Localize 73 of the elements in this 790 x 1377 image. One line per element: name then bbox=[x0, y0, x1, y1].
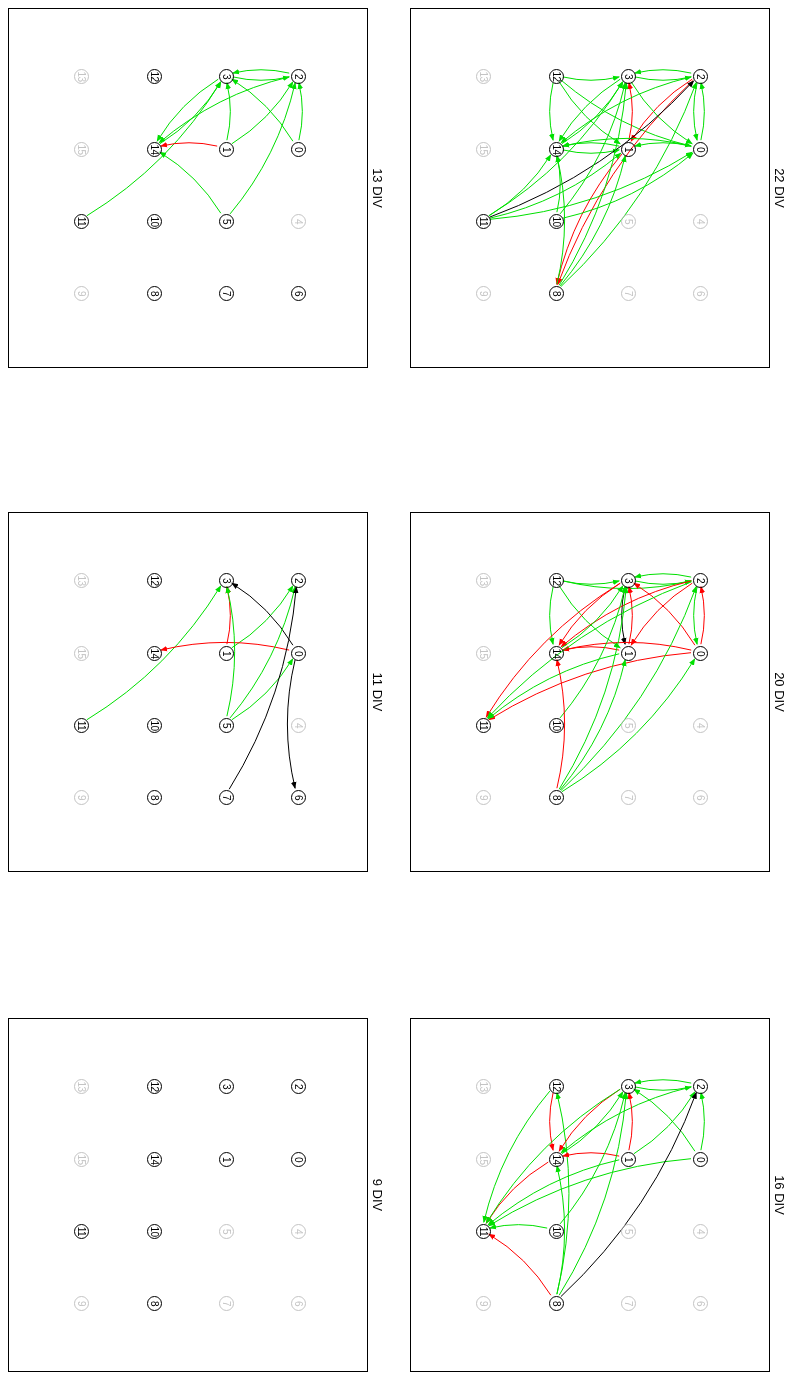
arrow bbox=[488, 1158, 692, 1227]
arrow bbox=[159, 151, 222, 214]
arrow bbox=[559, 586, 627, 719]
arrow bbox=[487, 1159, 620, 1226]
arrow bbox=[228, 586, 299, 790]
arrow bbox=[699, 1092, 705, 1151]
arrow bbox=[489, 152, 622, 219]
arrow bbox=[232, 75, 290, 81]
arrow bbox=[562, 75, 620, 81]
arrow bbox=[562, 152, 694, 219]
arrow bbox=[634, 1079, 692, 1085]
arrow bbox=[160, 142, 218, 148]
arrow bbox=[634, 579, 692, 585]
arrow bbox=[555, 155, 566, 285]
arrow bbox=[634, 573, 692, 579]
arrow bbox=[560, 1091, 697, 1298]
arrow bbox=[560, 580, 692, 648]
arrow bbox=[699, 82, 705, 141]
arrow bbox=[558, 1092, 629, 1296]
arrow bbox=[560, 1086, 692, 1154]
arrow bbox=[561, 658, 696, 793]
arrow bbox=[549, 1092, 555, 1151]
arrow bbox=[489, 151, 693, 220]
arrow bbox=[160, 641, 290, 652]
panel-title: 9 DIV bbox=[369, 1177, 385, 1214]
arrow bbox=[627, 82, 633, 141]
arrow bbox=[487, 653, 620, 720]
arrow bbox=[231, 658, 294, 721]
panel-title: 20 DIV bbox=[771, 671, 787, 714]
arrow bbox=[482, 1090, 551, 1223]
panel-title: 16 DIV bbox=[771, 1174, 787, 1217]
arrow bbox=[488, 652, 692, 721]
arrow bbox=[562, 579, 620, 585]
arrow bbox=[229, 82, 297, 215]
arrow bbox=[627, 586, 633, 645]
arrow bbox=[86, 585, 222, 721]
arrow bbox=[555, 1165, 566, 1295]
arrow bbox=[634, 75, 692, 81]
panel-title: 13 DIV bbox=[369, 167, 385, 210]
arrow bbox=[559, 82, 627, 215]
arrow bbox=[558, 586, 629, 790]
arrow bbox=[549, 82, 555, 141]
arrow bbox=[634, 142, 692, 148]
arrow bbox=[158, 76, 290, 144]
arrow bbox=[486, 581, 692, 719]
arrow bbox=[488, 1233, 552, 1296]
arrow bbox=[297, 82, 303, 141]
arrow bbox=[485, 582, 621, 718]
arrow bbox=[489, 1224, 548, 1230]
arrow bbox=[225, 82, 231, 141]
arrow bbox=[559, 659, 627, 791]
arrow bbox=[489, 80, 695, 218]
arrow bbox=[559, 1092, 627, 1225]
arrow bbox=[634, 1085, 692, 1091]
arrow bbox=[560, 585, 697, 792]
panel-title: 11 DIV bbox=[369, 671, 385, 714]
arrow bbox=[488, 81, 624, 217]
arrow bbox=[562, 1152, 620, 1158]
arrow bbox=[634, 69, 692, 75]
arrow bbox=[286, 659, 297, 789]
arrow bbox=[562, 148, 620, 154]
arrow bbox=[225, 586, 236, 717]
arrow bbox=[232, 69, 290, 75]
arrow bbox=[86, 81, 222, 217]
arrow bbox=[562, 641, 692, 652]
arrow bbox=[549, 586, 555, 645]
arrow bbox=[229, 586, 297, 719]
panel-title: 22 DIV bbox=[771, 167, 787, 210]
arrow bbox=[627, 1092, 633, 1151]
arrow bbox=[699, 586, 705, 645]
arrow bbox=[555, 659, 566, 789]
arrow bbox=[558, 82, 629, 286]
arrow bbox=[485, 1088, 621, 1224]
